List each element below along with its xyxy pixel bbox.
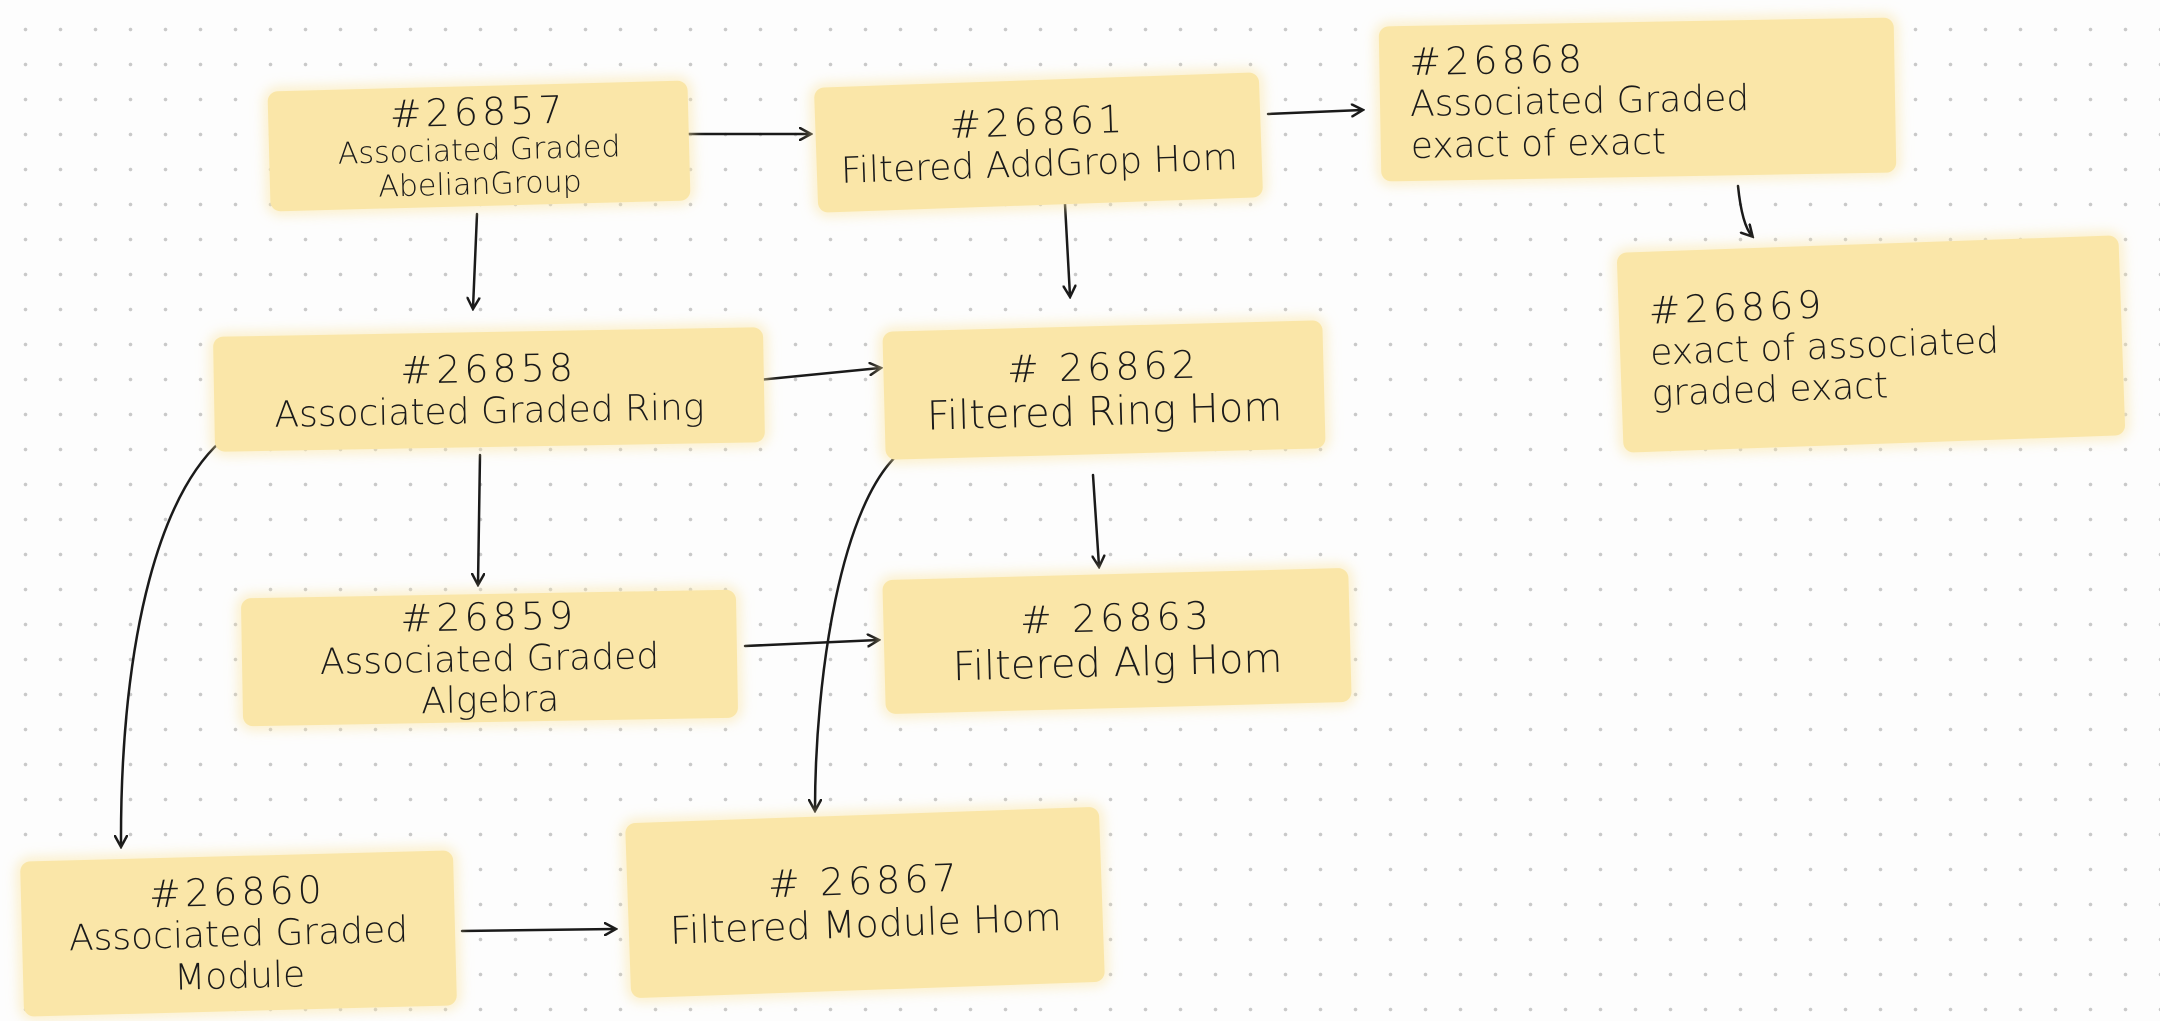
arrow-26857-26858 [473, 212, 477, 308]
arrow-26862-26867 [815, 448, 905, 810]
node-id: #26858 [399, 345, 578, 393]
node-id: #26868 [1408, 37, 1587, 85]
node-26862: # 26862 Filtered Ring Hom [882, 320, 1326, 460]
node-label: Associated Graded AbelianGroup [337, 128, 621, 205]
node-label: Associated Graded Ring [274, 387, 705, 436]
node-label: Associated Graded exact of exact [1409, 78, 1750, 167]
node-26869: #26869 exact of associated graded exact [1616, 235, 2126, 453]
node-label: exact of associated graded exact [1649, 320, 2000, 415]
node-26858: #26858 Associated Graded Ring [213, 327, 765, 452]
arrow-26861-26868 [1266, 110, 1362, 114]
arrow-26858-26859 [478, 453, 480, 584]
node-id: #26857 [389, 87, 568, 136]
node-label: Filtered Ring Hom [926, 384, 1283, 440]
node-26859: #26859 Associated Graded Algebra [240, 589, 739, 727]
node-26868: #26868 Associated Graded exact of exact [1378, 17, 1897, 182]
node-26867: # 26867 Filtered Module Hom [625, 806, 1105, 999]
node-label: Filtered Alg Hom [952, 635, 1283, 691]
node-id: #26859 [400, 593, 578, 641]
node-26863: # 26863 Filtered Alg Hom [882, 567, 1352, 715]
arrow-26859-26863 [743, 640, 878, 646]
arrow-26861-26862 [1064, 184, 1070, 296]
arrow-26858-26862 [756, 368, 880, 382]
node-26861: #26861 Filtered AddGrop Hom [813, 72, 1264, 213]
node-id: # 26867 [767, 855, 962, 907]
node-id: #26860 [148, 867, 327, 917]
node-label: Associated Graded Algebra [319, 635, 660, 723]
arrow-26862-26863 [1093, 473, 1099, 566]
arrow-26860-26867 [460, 929, 615, 931]
node-id: #26861 [948, 96, 1127, 147]
node-id: # 26862 [1006, 342, 1201, 392]
node-label: Filtered AddGrop Hom [840, 136, 1239, 192]
node-label: Filtered Module Hom [669, 894, 1063, 953]
arrow-26868-26869 [1736, 184, 1752, 236]
node-id: # 26863 [1019, 593, 1214, 643]
arrow-26858-26860 [121, 429, 236, 846]
node-label: Associated Graded Module [68, 909, 409, 999]
node-id: #26869 [1647, 282, 1827, 333]
node-26860: #26860 Associated Graded Module [20, 850, 457, 1017]
node-26857: #26857 Associated Graded AbelianGroup [267, 80, 691, 212]
